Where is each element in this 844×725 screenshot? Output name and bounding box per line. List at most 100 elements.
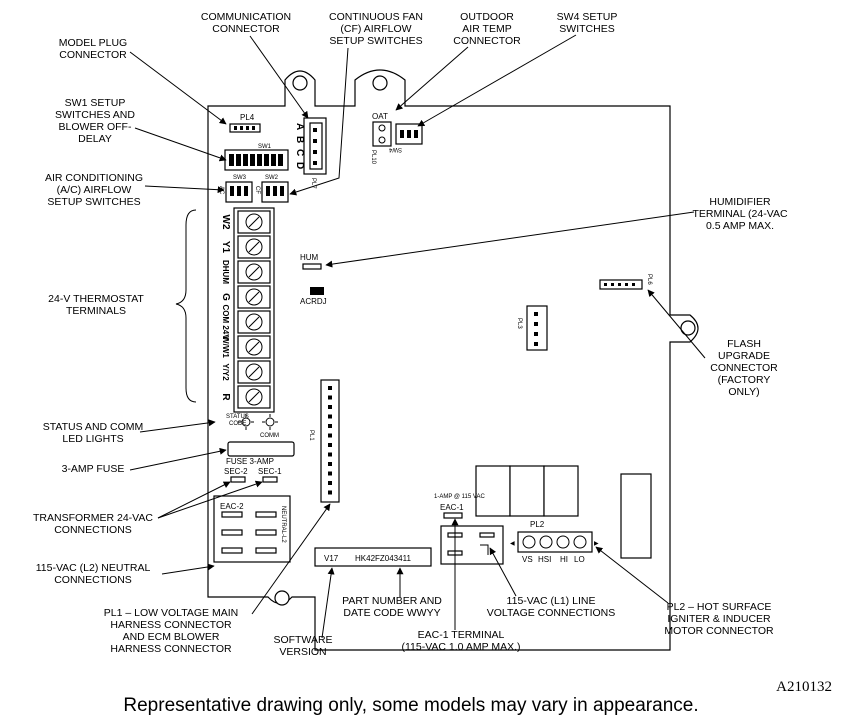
cf-label: CF — [254, 186, 260, 194]
sw1-switches: SW1 — [224, 144, 289, 171]
mounting-hole — [292, 75, 308, 91]
pl2-label: PL2 — [530, 520, 545, 529]
callout-eac1: EAC-1 TERMINAL(115-VAC 1.0 AMP MAX.) — [401, 629, 520, 653]
terminal-screw[interactable] — [245, 313, 263, 331]
fuse-label: FUSE 3-AMP — [226, 457, 274, 466]
pin-a-label: A — [294, 123, 305, 130]
pl3-label: PL3 — [516, 318, 522, 329]
pl6-label: PL6 — [646, 274, 652, 285]
svg-text:STATUS: STATUS — [226, 414, 249, 420]
pl1-pin — [328, 471, 332, 476]
sw4-label: SW4 — [388, 146, 402, 152]
footer-caption: Representative drawing only, some models… — [123, 695, 698, 716]
pl3-connector: PL3 — [516, 305, 548, 351]
terminal-screw[interactable] — [245, 338, 263, 356]
pl7-label: PL7 — [310, 178, 316, 189]
eac1-terminal: 1-AMP @ 115 VAC EAC-1 — [434, 494, 485, 519]
pl10-oat-connector: OAT PL10 — [370, 112, 392, 165]
hum-terminal: HUM — [300, 253, 322, 270]
pl10-label: PL10 — [370, 150, 376, 165]
pl1-pin — [328, 452, 332, 457]
sec1-terminal: SEC-1 — [258, 467, 282, 483]
terminal-label: W/W1 — [221, 336, 230, 358]
terminal-screw[interactable] — [245, 288, 263, 306]
line-voltage-terminals — [440, 525, 504, 565]
label-strip — [314, 547, 432, 567]
mounting-hole — [680, 320, 696, 336]
sw4-switches: SW4 — [388, 123, 423, 152]
svg-text:VS: VS — [522, 555, 533, 564]
pl1-pin — [328, 433, 332, 438]
sw2-label: SW2 — [265, 175, 279, 181]
svg-text:LO: LO — [574, 555, 585, 564]
pl7-communication-connector: A B C D PL7 — [294, 117, 327, 189]
terminal-label: W2 — [220, 215, 231, 230]
part-number: HK42FZ043411 — [355, 554, 411, 563]
software-version: V17 — [324, 554, 339, 563]
comm-label: COMM — [260, 433, 279, 439]
pl1-pin — [328, 462, 332, 466]
screw-slot — [248, 241, 260, 253]
pl2-connector: PL2 ◀ ▶ VS HSI HI LO — [510, 520, 599, 564]
terminal-screw[interactable] — [245, 213, 263, 231]
acrdj-label: ACRDJ — [300, 297, 327, 306]
pin-b-label: B — [294, 136, 305, 143]
terminal-label: G — [220, 293, 231, 301]
pin-c-label: C — [294, 149, 305, 156]
pl6-flash-connector: PL6 — [599, 274, 652, 290]
thermostat-brace — [175, 209, 197, 403]
terminal-screw[interactable] — [245, 363, 263, 381]
pl1-pin — [328, 386, 332, 390]
neutral-l2-label: NEUTRAL-L2 — [280, 506, 286, 543]
svg-text:SEC-2: SEC-2 — [224, 467, 248, 476]
screw-slot — [248, 366, 260, 378]
figure-id: A210132 — [776, 679, 832, 695]
terminal-screw[interactable] — [245, 263, 263, 281]
terminal-label: Y/Y2 — [221, 363, 230, 381]
terminal-screw[interactable] — [245, 388, 263, 406]
comm-led: COMM — [260, 414, 279, 439]
neutral-block: EAC-2 NEUTRAL-L2 — [213, 495, 291, 563]
terminal-label: COM 24V — [221, 304, 230, 340]
pin-d-label: D — [294, 162, 305, 169]
fuse: FUSE 3-AMP — [226, 441, 295, 466]
eac1-label: EAC-1 — [440, 503, 464, 512]
screw-slot — [248, 316, 260, 328]
eac1-rating: 1-AMP @ 115 VAC — [434, 494, 485, 500]
pl1-connector: PL1 — [308, 379, 340, 503]
mounting-hole — [274, 590, 290, 606]
pl1-pin — [328, 481, 332, 485]
sec2-terminal: SEC-2 — [224, 467, 248, 483]
hum-label: HUM — [300, 253, 319, 262]
pl4-label: PL4 — [240, 113, 255, 122]
sw2-cf-switches: SW2 CF — [254, 175, 289, 203]
screw-slot — [248, 216, 260, 228]
status-led: STATUS CODE — [226, 414, 254, 430]
terminal-label: DHUM — [221, 260, 230, 284]
oat-label: OAT — [372, 112, 388, 121]
mounting-hole — [372, 75, 388, 91]
sw1-label: SW1 — [258, 144, 272, 150]
eac2-label: EAC-2 — [220, 502, 244, 511]
relays — [475, 465, 652, 559]
terminal-screw[interactable] — [245, 238, 263, 256]
svg-text:▶: ▶ — [594, 541, 599, 547]
screw-slot — [248, 291, 260, 303]
sw3-label: SW3 — [233, 175, 247, 181]
